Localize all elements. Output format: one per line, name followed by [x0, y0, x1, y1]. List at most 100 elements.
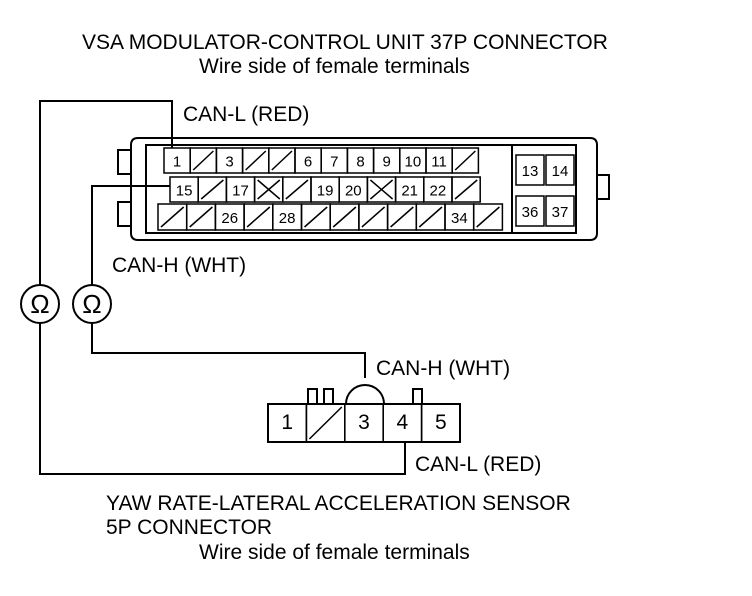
terminal-row3-empty [243, 203, 274, 231]
terminal-number: 1 [281, 411, 293, 434]
terminal-row2-x [253, 176, 284, 203]
can-l-wire-bottom [39, 322, 406, 475]
ohmmeter-right: Ω [72, 284, 112, 324]
terminal-cell [545, 195, 575, 227]
terminal-number: 21 [401, 183, 418, 200]
empty-slot-icon [160, 206, 185, 228]
can-h-wire-top [91, 185, 170, 286]
terminal-row3-empty [386, 203, 418, 231]
empty-slot-icon [454, 179, 478, 200]
terminal-row3-28: 28 [272, 203, 303, 231]
terminal-row3-empty [472, 203, 504, 231]
terminal-5p-5: 5 [420, 403, 461, 443]
latch-5p-2 [323, 388, 334, 405]
bottom-connector-subtitle-1: 5P CONNECTOR [106, 516, 272, 539]
terminal-row-5p: 1 3 4 5 [267, 403, 461, 443]
terminal-5p-4: 4 [382, 403, 423, 443]
terminal-row2-empty [197, 176, 228, 203]
empty-slot-icon [454, 150, 476, 171]
terminal-row3-empty [358, 203, 389, 231]
terminal-cross-icon [369, 179, 394, 200]
terminal-row2-empty [282, 176, 312, 203]
terminal-row1-11: 11 [425, 147, 453, 174]
terminal-row2-20: 20 [338, 176, 369, 203]
empty-slot-icon [332, 206, 357, 228]
terminal-row2-17: 17 [225, 176, 256, 203]
empty-slot-icon [271, 150, 293, 171]
can-h-wire-bottom [91, 322, 366, 378]
terminal-row2-21: 21 [394, 176, 425, 203]
terminal-row1-7: 7 [320, 147, 349, 174]
ohmmeter-left: Ω [20, 284, 60, 324]
terminal-number: 4 [397, 411, 409, 434]
terminal-cell [451, 147, 480, 174]
terminal-row2-empty [451, 176, 481, 203]
terminal-5p-1: 1 [267, 403, 308, 443]
terminal-row2-19: 19 [310, 176, 340, 203]
terminal-row3-empty [415, 203, 446, 231]
terminal-row1-empty [268, 147, 296, 174]
latch-left-upper [117, 149, 132, 175]
terminal-row1-1: 1 [163, 147, 191, 174]
terminal-row3-empty [185, 203, 217, 231]
terminal-row1-empty [451, 147, 480, 174]
terminal-number: 36 [522, 204, 539, 221]
can-h-label-bottom: CAN-H (WHT) [376, 357, 510, 380]
terminal-number: 15 [176, 183, 193, 200]
terminal-number: 28 [279, 210, 296, 227]
terminal-number: 7 [330, 154, 338, 171]
terminal-row3-empty [300, 203, 331, 231]
terminal-number: 34 [451, 210, 468, 227]
empty-slot-icon [418, 206, 443, 228]
latch-left-lower [117, 201, 132, 227]
terminal-row1-empty [241, 147, 270, 174]
ohmmeter-icon [20, 284, 60, 324]
terminal-number: 9 [383, 154, 391, 171]
terminal-cell [451, 176, 481, 203]
terminal-number: 20 [345, 183, 362, 200]
terminal-number: 6 [304, 154, 312, 171]
empty-slot-icon [189, 206, 213, 228]
empty-slot-icon [246, 206, 271, 228]
can-l-label-bottom: CAN-L (RED) [415, 453, 541, 476]
terminal-number: 3 [358, 411, 370, 434]
probe-dome [345, 384, 385, 405]
terminal-row1-8: 8 [346, 147, 375, 174]
terminal-number: 14 [552, 163, 569, 180]
terminal-number: 17 [232, 183, 249, 200]
terminal-row2-15: 15 [169, 176, 199, 203]
bottom-connector-title: YAW RATE-LATERAL ACCELERATION SENSOR [106, 492, 571, 515]
terminal-row3-34: 34 [444, 203, 475, 231]
terminal-number: 26 [221, 210, 238, 227]
connector-housing-outer [130, 137, 598, 241]
empty-slot-icon [200, 179, 224, 200]
empty-slot-icon [285, 179, 309, 200]
terminal-number: 37 [552, 204, 569, 221]
terminal-number: 8 [356, 154, 364, 171]
can-l-label-top: CAN-L (RED) [183, 103, 309, 126]
terminal-number: 3 [225, 154, 233, 171]
terminal-5p-3: 3 [344, 403, 384, 443]
empty-slot-icon [308, 406, 343, 440]
terminal-right-13: 13 [515, 154, 545, 186]
terminal-cell [545, 154, 575, 186]
terminal-5p-empty [305, 403, 346, 443]
empty-slot-icon [304, 206, 328, 228]
terminal-right-14: 14 [545, 154, 575, 186]
top-connector-subtitle: Wire side of female terminals [199, 55, 470, 78]
latch-right [596, 174, 610, 200]
ohm-symbol-right: Ω [82, 289, 101, 319]
ohmmeter-icon [72, 284, 112, 324]
top-connector-title: VSA MODULATOR-CONTROL UNIT 37P CONNECTOR [82, 31, 608, 54]
empty-slot-icon [192, 150, 214, 171]
terminal-number: 5 [435, 411, 447, 434]
terminal-number: 19 [317, 183, 334, 200]
can-h-label-top: CAN-H (WHT) [112, 254, 246, 277]
terminal-number: 11 [431, 154, 447, 171]
terminal-number: 13 [522, 163, 539, 180]
terminal-row2-22: 22 [423, 176, 453, 203]
yaw-sensor-5p-connector: 1 3 4 5 [267, 384, 461, 443]
